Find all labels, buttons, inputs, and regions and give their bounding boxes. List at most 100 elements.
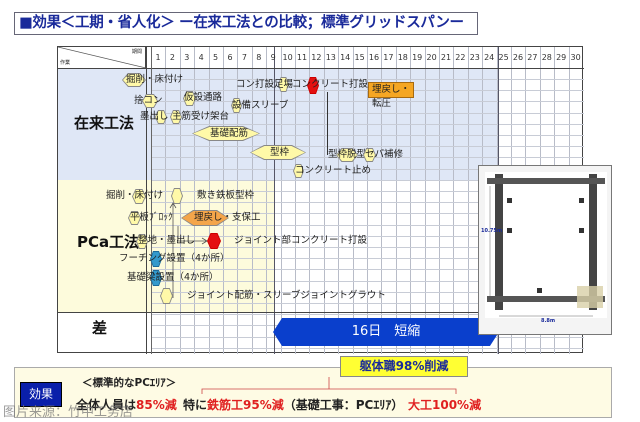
- task-label: コン打設足場: [236, 79, 294, 90]
- task-label: 掘削・床付け: [106, 190, 164, 201]
- day-number: 24: [484, 53, 495, 62]
- task-hex: [142, 94, 158, 108]
- day-number: 27: [527, 53, 538, 62]
- day-number: 1: [155, 53, 161, 62]
- grid-row-line: [151, 112, 584, 114]
- task-label: 捨コン: [134, 95, 163, 106]
- total-prefix: 全体人員は: [76, 398, 137, 412]
- grid-column-line: [439, 47, 440, 354]
- task-label: ジョイント配筋・スリーブジョイントグラウト: [187, 290, 386, 301]
- watermark: 图片来源：竹中工务店: [3, 405, 134, 420]
- day-number: 21: [440, 53, 452, 62]
- page-title: ■効果＜工期・省人化＞ ー在来工法との比較；標準グリッドスパンー: [14, 12, 478, 35]
- task-label: コンクリート打設: [292, 79, 369, 90]
- grid-row-line: [151, 135, 584, 136]
- rebar-prefix: 特に: [183, 398, 208, 412]
- grid-column-line: [223, 47, 224, 354]
- task-hex: [171, 188, 183, 204]
- grid-column-line: [323, 47, 325, 354]
- task-hex: [250, 145, 306, 160]
- task-hex: [363, 148, 376, 162]
- rebar-value: 鉄筋工95%減: [207, 398, 284, 412]
- grid-column-line: [237, 47, 239, 354]
- grid-row-line: [151, 347, 584, 349]
- day-number: 23: [469, 53, 480, 62]
- day-number: 28: [541, 53, 552, 62]
- grid-row-line: [151, 314, 584, 316]
- grid-row-line: [151, 146, 584, 148]
- day-number: 14: [340, 53, 351, 62]
- grid-column-line: [251, 47, 253, 354]
- day-number: 22: [455, 53, 466, 62]
- task-label: 作業: [60, 60, 71, 66]
- grid-row-line: [151, 303, 584, 304]
- row-label-difference: 差: [92, 319, 108, 337]
- grid-column-line: [424, 47, 426, 354]
- day-number: 25: [498, 53, 509, 62]
- task-label: 基礎梁設置（4か所）: [127, 272, 219, 283]
- task-label: 型枠脱型: [328, 149, 367, 160]
- task-label: セパ補修: [365, 149, 404, 160]
- grid-row-line: [151, 291, 584, 293]
- plan-drawing: [485, 172, 607, 318]
- grid-row-line: [151, 179, 584, 181]
- total-value: 85%減: [136, 398, 177, 412]
- task-label: 基礎配筋: [210, 128, 249, 139]
- task-hex: [192, 126, 260, 141]
- task-hex: [150, 251, 162, 267]
- task-hex: [155, 110, 167, 124]
- joint-pour-hex: [207, 233, 221, 249]
- day-number: 20: [426, 53, 437, 62]
- grid-column-line: [467, 47, 469, 354]
- task-hex: [170, 110, 182, 124]
- rebar-line: 特に鉄筋工95%減（基礎工事：PCｴﾘｱ）: [183, 396, 403, 413]
- grid-row-line: [151, 168, 584, 170]
- task-hex: [160, 288, 173, 304]
- task-label: 敷き鉄板型枠: [197, 190, 255, 201]
- task-label: 仮設通路: [184, 92, 223, 103]
- grid-row-line: [151, 235, 584, 237]
- task-label: フーチング設置（4か所）: [119, 253, 230, 264]
- grid-column-line: [165, 47, 167, 354]
- grid-row-line: [151, 247, 584, 248]
- grid-row-line: [151, 269, 584, 271]
- day-number: 10: [282, 53, 293, 62]
- row-label-conventional: 在来工法: [74, 114, 135, 132]
- task-label: 墨出し: [140, 111, 169, 122]
- day-number: 2: [169, 53, 175, 62]
- task-hex: [181, 210, 229, 226]
- task-hex: [336, 148, 358, 162]
- grid-column-line: [309, 47, 311, 354]
- grid-row-line: [151, 258, 584, 260]
- grid-column-line: [367, 47, 368, 354]
- grid-column-line: [395, 47, 397, 354]
- grid-row-line: [151, 101, 584, 103]
- width-dimension: 8.8m: [541, 318, 556, 324]
- carpenter-value: 大工100%減: [408, 398, 482, 412]
- grid-column-line: [453, 47, 455, 354]
- task-hex: [293, 164, 304, 178]
- grid-row-line: [151, 90, 584, 92]
- grid-row-line: [151, 202, 584, 204]
- header-corner: 期間 作業: [58, 47, 146, 68]
- day-number: 9: [270, 53, 276, 62]
- task-hex: [136, 234, 148, 249]
- grid-row-line: [151, 213, 584, 215]
- task-label: 型枠: [270, 147, 290, 158]
- grid-column-line: [338, 47, 340, 354]
- rebar-note: （基礎工事：PCｴﾘｱ）: [283, 398, 404, 412]
- grid-column-line: [280, 47, 282, 354]
- day-number: 11: [296, 53, 308, 62]
- task-hex: [231, 98, 242, 113]
- task-label: 平板ﾌﾞﾛｯｸ: [130, 212, 173, 223]
- day-number: 4: [198, 53, 204, 62]
- task-hex: [183, 91, 196, 106]
- grid-column-line: [410, 47, 412, 354]
- day-number: 30: [570, 53, 581, 62]
- task-label: 整地・墨出し: [138, 235, 196, 246]
- day-number: 8: [256, 53, 262, 62]
- grid-plan-inset: 10.75m 8.8m: [478, 165, 612, 335]
- grid-row-line: [151, 191, 584, 192]
